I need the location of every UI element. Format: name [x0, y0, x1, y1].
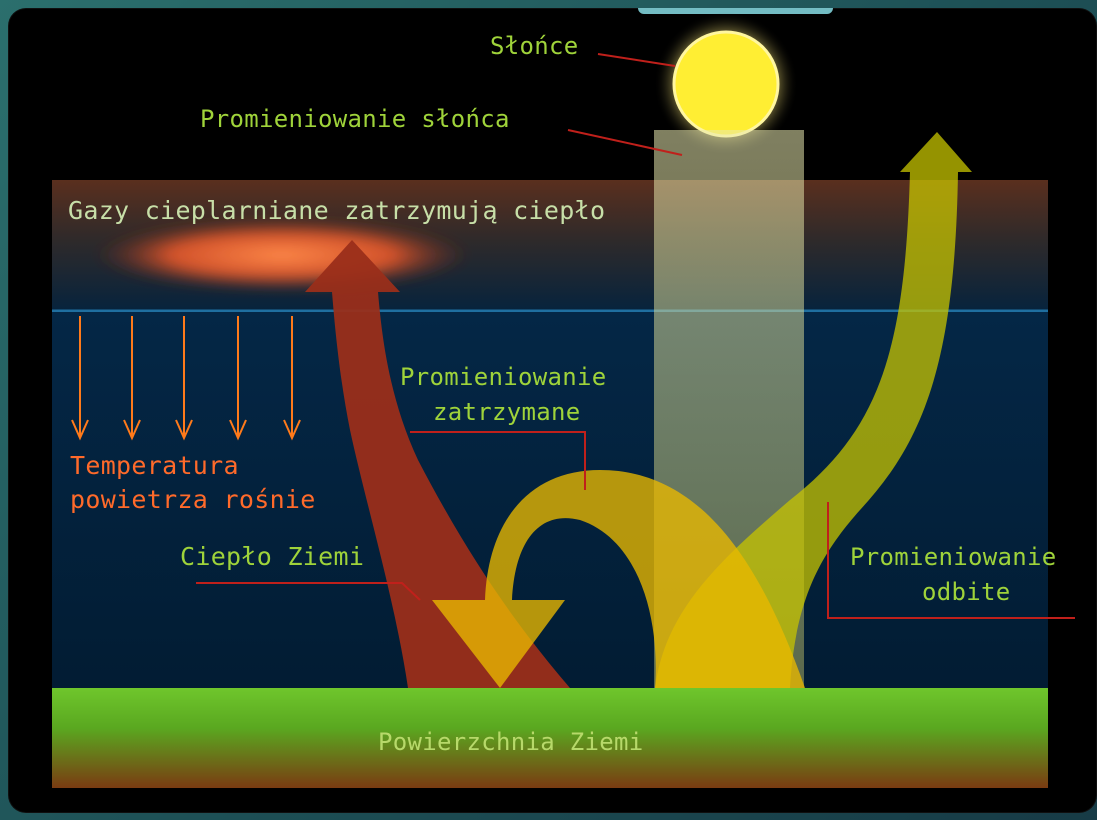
- leader-lines: [196, 53, 1075, 619]
- reflected-radiation-label-line2: odbite: [922, 578, 1011, 606]
- retained-radiation-label-line1: Promieniowanie: [400, 363, 607, 391]
- air-temperature-label-line2: powietrza rośnie: [70, 485, 316, 514]
- greenhouse-cloud: [94, 219, 470, 291]
- sun-label: Słońce: [490, 32, 579, 60]
- top-accent-bar: [638, 8, 833, 14]
- solar-radiation-label: Promieniowanie słońca: [200, 105, 510, 133]
- retained-radiation-label-line2: zatrzymane: [433, 398, 581, 426]
- reflected-radiation-label-line1: Promieniowanie: [850, 543, 1057, 571]
- earth-heat-arrow: [305, 240, 570, 688]
- earth-surface-band: [52, 688, 1048, 788]
- air-temperature-label-line1: Temperatura: [70, 451, 239, 480]
- warming-arrows: [71, 316, 301, 441]
- earth-heat-label: Ciepło Ziemi: [180, 542, 364, 571]
- earth-surface-label: Powierzchnia Ziemi: [378, 728, 644, 756]
- greenhouse-gases-label: Gazy cieplarniane zatrzymują ciepło: [68, 196, 605, 225]
- sun-icon: [672, 30, 780, 138]
- retained-radiation-arrow: [432, 470, 805, 688]
